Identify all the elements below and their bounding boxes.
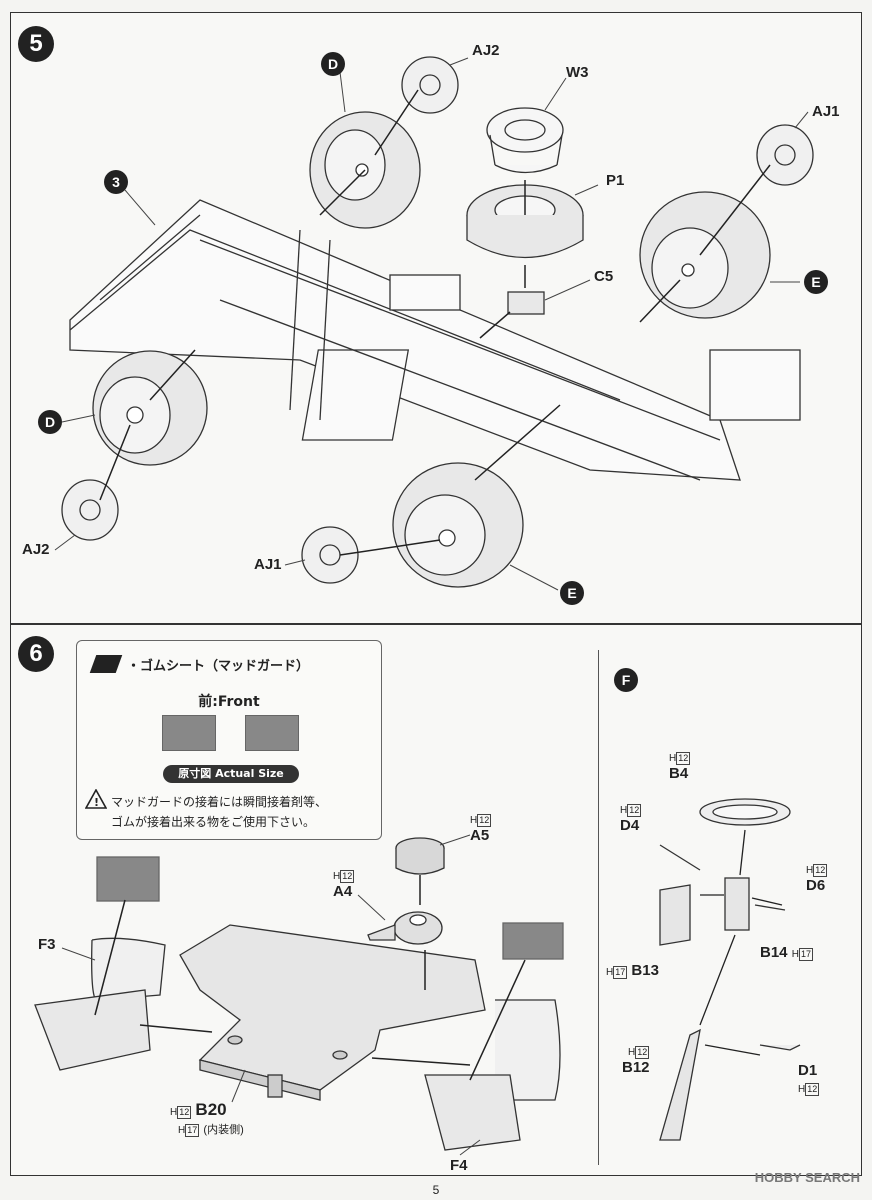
page-number: 5	[432, 1183, 440, 1197]
mudguard-f3	[34, 937, 166, 1071]
b20-sub-text: (内装側)	[203, 1124, 244, 1136]
step-6-arrows	[94, 875, 526, 1081]
mudguard-f4	[424, 999, 561, 1151]
d6-h: H	[806, 865, 814, 876]
label-f3: F3	[38, 936, 56, 953]
label-d-left: D	[38, 410, 62, 434]
assembly-arrows	[99, 89, 771, 556]
wheel-e-right	[639, 191, 771, 319]
label-frame-step-3: 3	[104, 170, 128, 194]
hubcap-aj2-top	[401, 56, 459, 114]
steering-assembly-f	[659, 798, 801, 1141]
part-a4	[367, 911, 443, 945]
part-a5	[395, 837, 445, 875]
wheel-d-left	[92, 350, 208, 466]
sub-assembly-divider	[598, 650, 599, 1165]
label-d-top: D	[321, 52, 345, 76]
label-e-right: E	[804, 270, 828, 294]
actual-size-badge: 原寸図 Actual Size	[163, 765, 299, 783]
warning-line-2: ゴムが接着出来る物をご使用下さい。	[111, 815, 316, 829]
b12-h-number: 12	[635, 1046, 650, 1059]
d4-text: D4	[620, 817, 640, 834]
a5-h: H	[470, 815, 478, 826]
svg-text:!: !	[94, 796, 99, 809]
label-f4: F4	[450, 1157, 468, 1174]
d1-h-number: 12	[805, 1083, 820, 1096]
label-c5: C5	[594, 268, 614, 285]
bracket-c5	[507, 291, 545, 315]
d6-text: D6	[806, 877, 826, 894]
warning-icon: !	[85, 789, 107, 809]
b12-h: H	[628, 1047, 636, 1058]
b20-h-number: 12	[177, 1106, 192, 1119]
d4-h: H	[620, 805, 628, 816]
mudguard-sheet-right	[245, 715, 299, 751]
d1-h: H	[798, 1084, 806, 1095]
label-aj2-left: AJ2	[22, 541, 50, 558]
b13-h: H	[606, 967, 614, 978]
b20-text: B20	[195, 1100, 227, 1119]
label-aj1-right: AJ1	[812, 103, 840, 120]
rubber-sheet-f4	[502, 922, 564, 960]
a4-h: H	[333, 871, 341, 882]
b12-text: B12	[622, 1059, 650, 1076]
b20-sub-h: H	[178, 1125, 186, 1136]
rubber-sheet-f3	[96, 856, 160, 902]
wheel-e-bottom	[392, 462, 524, 588]
b20-sub-h-number: 17	[185, 1124, 200, 1137]
label-leaders	[54, 57, 809, 591]
d1-text: D1	[798, 1062, 818, 1079]
a5-text: A5	[470, 827, 490, 844]
front-label: 前:Front	[198, 694, 260, 710]
label-w3: W3	[566, 64, 589, 81]
hubcap-aj2-left	[61, 479, 119, 541]
b14-h: H	[791, 949, 799, 960]
b14-h-number: 17	[798, 948, 813, 961]
label-f-sub-assembly: F	[614, 668, 638, 692]
a4-text: A4	[333, 883, 353, 900]
rubber-sheet-note: ・ゴムシート（マッドガード） 前:Front 原寸図 Actual Size !…	[76, 640, 382, 840]
chassis-frame	[69, 199, 801, 481]
label-e-bottom: E	[560, 581, 584, 605]
mudguard-sheet-left	[162, 715, 216, 751]
d6-h-number: 12	[813, 864, 828, 877]
d4-h-number: 12	[627, 804, 642, 817]
floor-plate-b20	[179, 924, 486, 1101]
b4-h: H	[669, 753, 677, 764]
a5-h-number: 12	[477, 814, 492, 827]
label-aj2-top: AJ2	[472, 42, 500, 59]
label-p1: P1	[606, 172, 625, 189]
warning-line-1: マッドガードの接着には瞬間接着剤等、	[111, 795, 328, 809]
watermark: HOBBY SEARCH	[754, 1170, 860, 1185]
step-6-number: 6	[18, 636, 54, 672]
b13-text: B13	[631, 962, 659, 979]
a4-h-number: 12	[340, 870, 355, 883]
b4-h-number: 12	[676, 752, 691, 765]
label-aj1-bottom: AJ1	[254, 556, 282, 573]
step-5-number: 5	[18, 26, 54, 62]
b20-h: H	[170, 1107, 178, 1118]
b4-text: B4	[669, 765, 689, 782]
hubcap-aj1-right	[756, 124, 814, 186]
step-6-leaders	[61, 834, 481, 1156]
spare-wheel-w3	[486, 107, 564, 174]
b13-h-number: 17	[613, 966, 628, 979]
b14-text: B14	[760, 944, 788, 961]
note-title: ・ゴムシート（マッドガード）	[127, 659, 310, 674]
